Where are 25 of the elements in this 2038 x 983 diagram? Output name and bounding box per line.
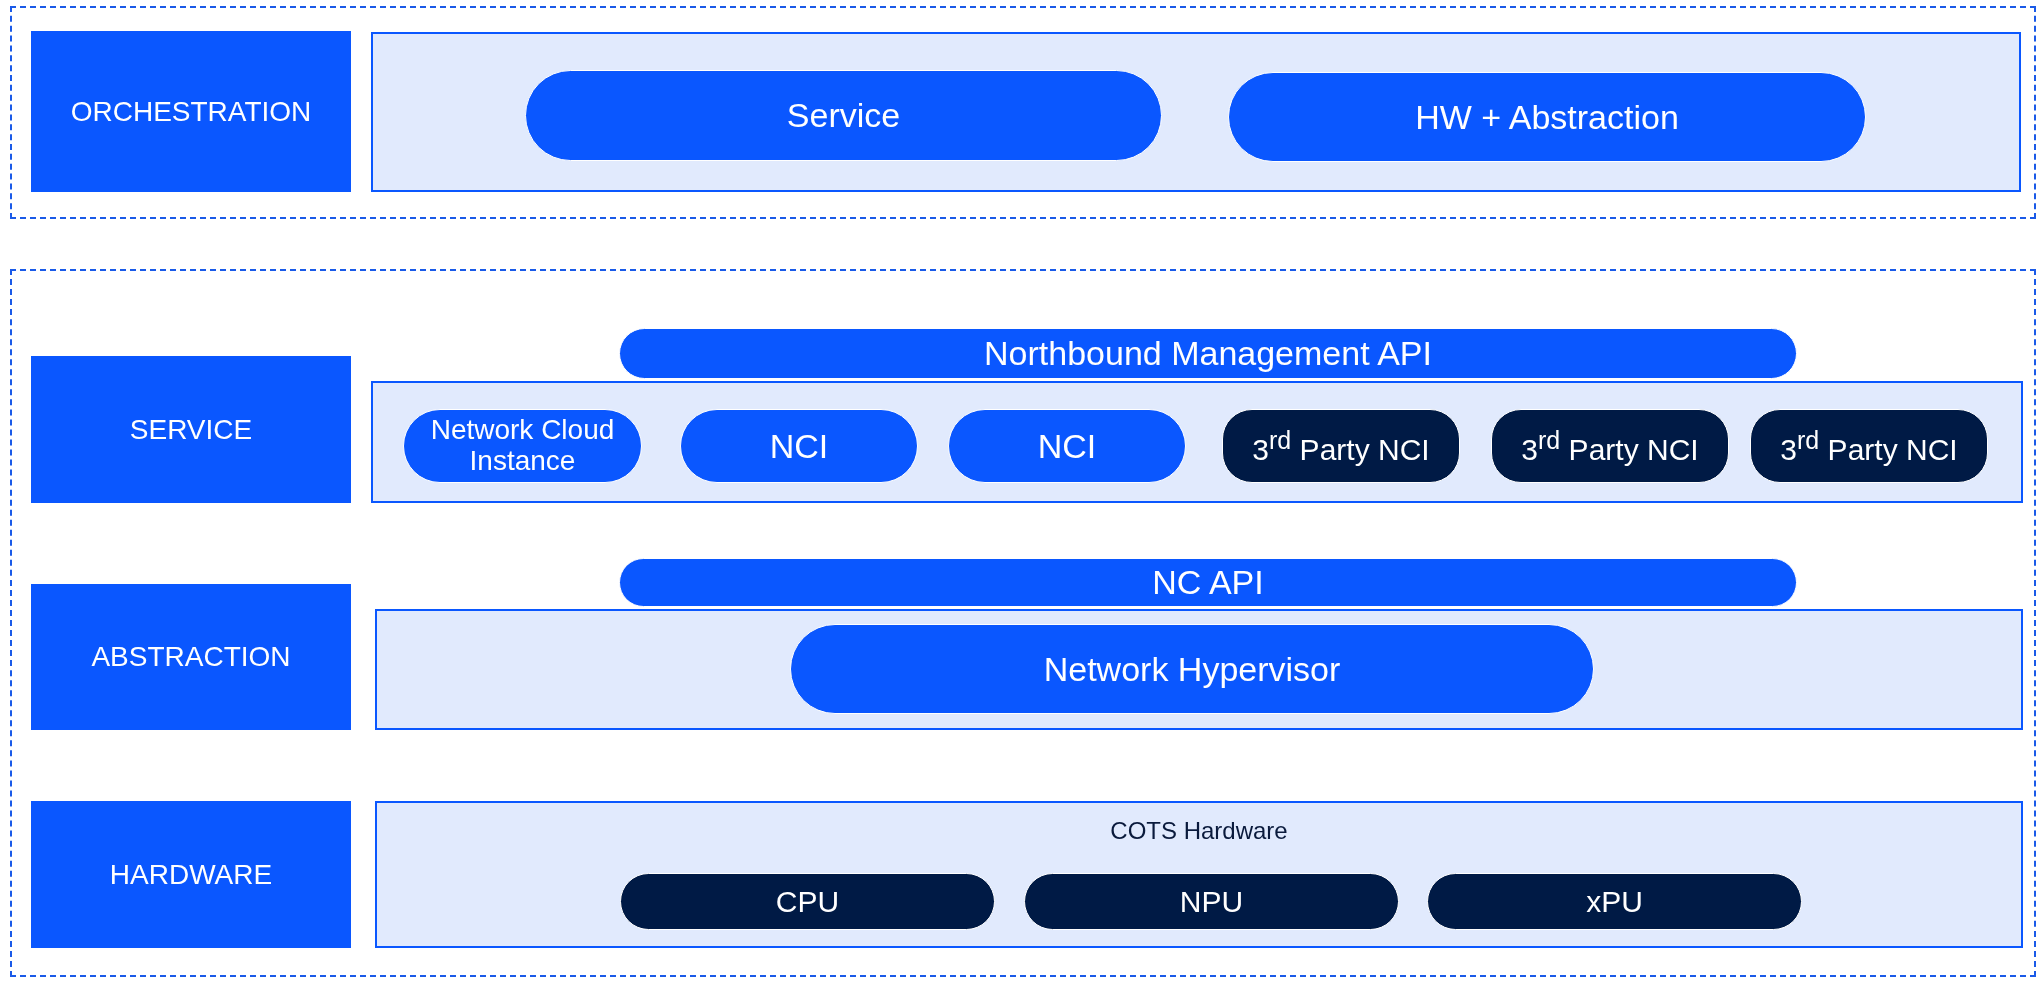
component-pill: Network Hypervisor [790,624,1594,714]
layer-panel [371,381,2023,503]
component-pill: CPU [620,873,995,930]
dashed-frame [10,269,2036,977]
layer-panel [375,609,2023,730]
component-pill: 3$^{rd}$ Party NCI [1491,409,1729,483]
layer-label: ORCHESTRATION [31,31,351,192]
layer-panel [371,32,2021,192]
component-pill: 3$^{rd}$ Party NCI [1750,409,1988,483]
layer-label: ABSTRACTION [31,584,351,730]
layer-panel [375,801,2023,948]
dashed-frame [10,6,2036,219]
component-pill: 3$^{rd}$ Party NCI [1222,409,1460,483]
component-pill: Service [525,70,1162,161]
layer-label: HARDWARE [31,801,351,948]
api-bar: Northbound Management API [619,328,1797,379]
component-pill: NPU [1024,873,1399,930]
component-pill: NCI [680,409,918,483]
component-pill: xPU [1427,873,1802,930]
component-pill: HW + Abstraction [1228,72,1866,162]
layer-label: SERVICE [31,356,351,503]
panel-heading: COTS Hardware [1110,817,1288,845]
api-bar: NC API [619,558,1797,607]
component-pill: Network Cloud Instance [403,409,642,483]
component-pill: NCI [948,409,1186,483]
